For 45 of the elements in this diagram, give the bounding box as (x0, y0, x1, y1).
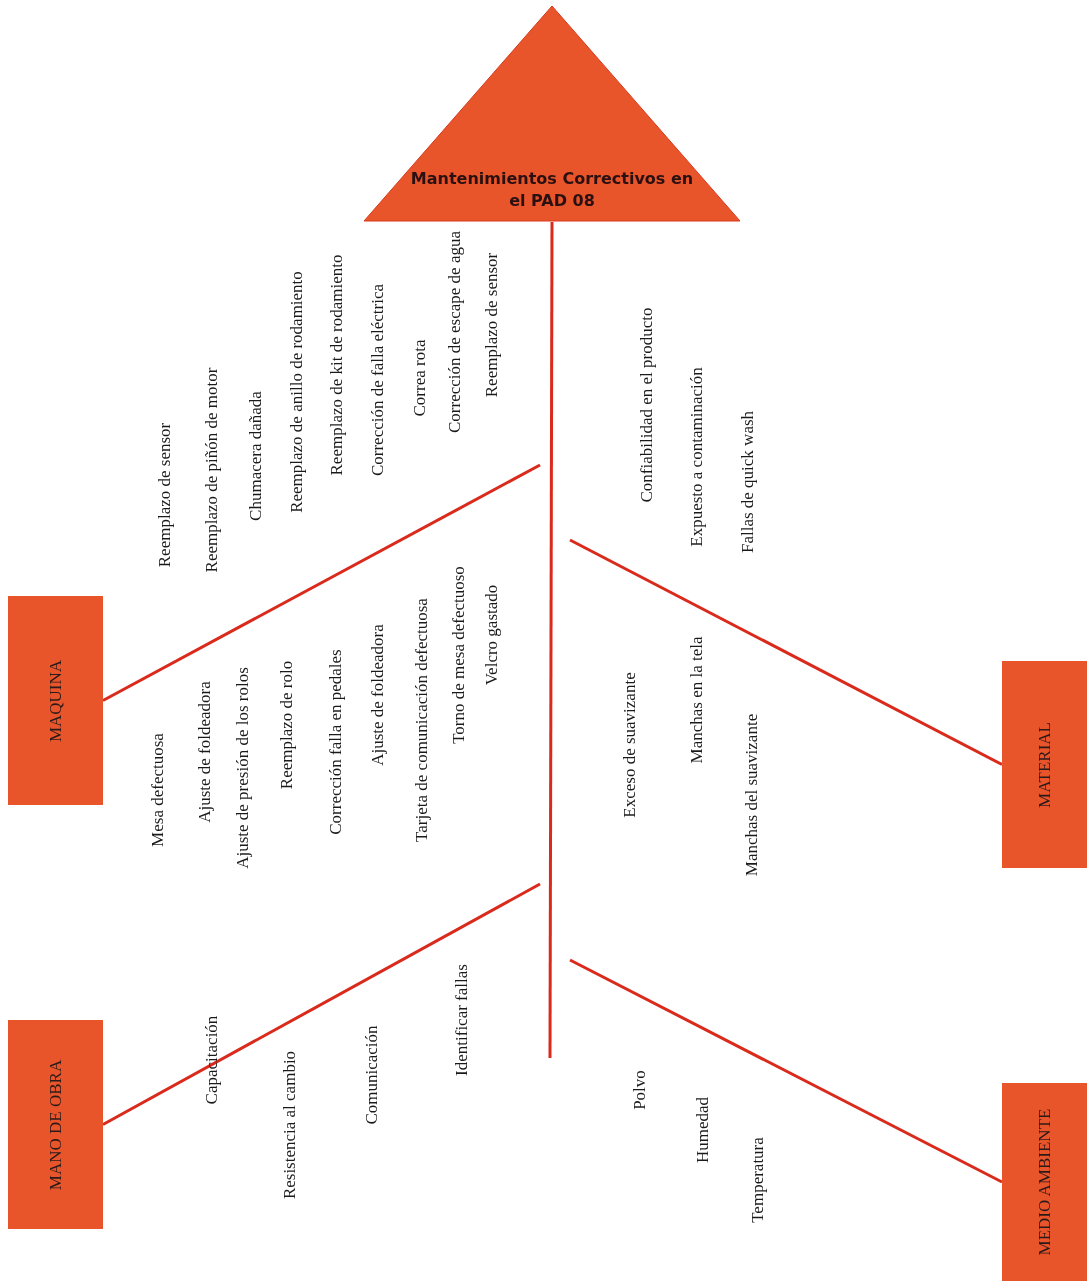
cause-text: Manchas del suavizante (742, 713, 762, 877)
category-label: MATERIAL (1034, 721, 1055, 808)
cause-text: Humedad (693, 1096, 713, 1164)
category-label: MANO DE OBRA (45, 1059, 66, 1190)
cause-text: Comunicación (362, 1025, 382, 1125)
cause-text: Reemplazo de sensor (155, 422, 175, 568)
cause-text: Exceso de suavizante (620, 672, 640, 818)
category-box (8, 1020, 103, 1229)
cause-text: Reemplazo de sensor (482, 252, 502, 398)
cause-text: Expuesto a contaminación (687, 367, 707, 547)
cause-text: Corrección de escape de agua (445, 231, 465, 433)
cause-text: Capacitación (202, 1015, 222, 1105)
cause-text: Corrección de falla eléctrica (368, 283, 388, 477)
category-box (8, 596, 103, 805)
cause-text: Identificar fallas (452, 964, 472, 1076)
cause-text: Ajuste de presión de los rolos (233, 667, 253, 869)
cause-text: Polvo (630, 1070, 650, 1110)
bone-line (102, 882, 541, 1126)
bone-line (569, 958, 1003, 1184)
cause-text: Tarjeta de comunicación defectuosa (412, 598, 432, 842)
cause-text: Correa rota (410, 339, 430, 417)
cause-text: Temperatura (748, 1137, 768, 1223)
cause-text: Chumacera dañada (246, 391, 266, 521)
category-label: MAQUINA (45, 659, 66, 742)
cause-text: Corrección falla en pedales (326, 649, 346, 835)
category-box (1002, 1083, 1087, 1281)
cause-text: Confiabilidad en el producto (637, 307, 657, 503)
category-label: MEDIO AMBIENTE (1034, 1108, 1055, 1256)
effect-title: Mantenimientos Correctivos en el PAD 08 (409, 168, 695, 212)
cause-text: Ajuste de foldeadora (195, 681, 215, 823)
spine-line (548, 222, 554, 1058)
cause-text: Fallas de quick wash (738, 410, 758, 554)
cause-text: Reemplazo de piñón de motor (202, 367, 222, 573)
cause-text: Mesa defectuosa (148, 733, 168, 847)
bone-line (569, 538, 1003, 766)
category-box (1002, 661, 1087, 868)
cause-text: Reemplazo de rolo (277, 660, 297, 790)
cause-text: Torno de mesa defectuoso (449, 566, 469, 744)
cause-text: Velcro gastado (482, 584, 502, 686)
cause-text: Resistencia al cambio (280, 1050, 300, 1200)
bone-line (102, 463, 541, 702)
cause-text: Ajuste de foldeadora (368, 624, 388, 766)
cause-text: Reemplazo de anillo de rodamiento (287, 271, 307, 513)
cause-text: Manchas en la tela (687, 636, 707, 764)
cause-text: Reemplazo de kit de rodamiento (327, 254, 347, 476)
